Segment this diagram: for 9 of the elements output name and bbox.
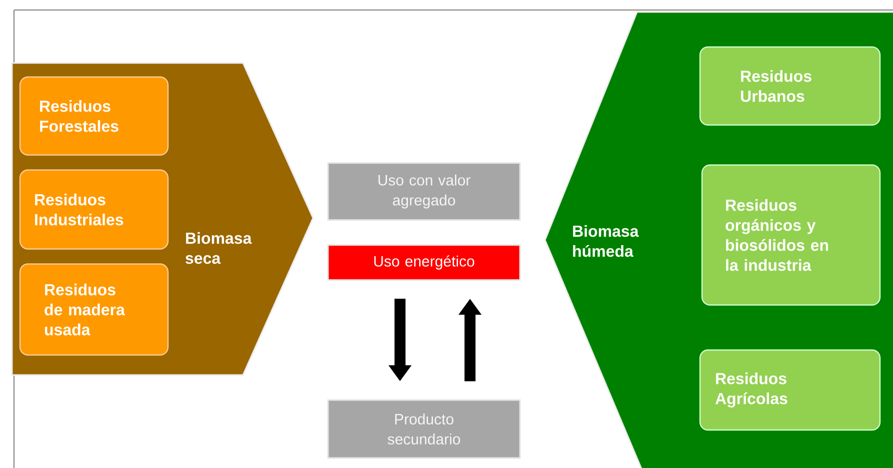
category-box: Residuos orgánicos y biosólidos en la industria	[701, 164, 881, 306]
category-box: Residuos Urbanos	[699, 46, 881, 126]
category-box: Residuos Industriales	[19, 169, 169, 250]
category-box: Residuos de madera usada	[19, 263, 169, 356]
use-box: Uso energético	[327, 244, 521, 281]
use-box: Producto secundario	[327, 399, 521, 459]
category-box: Residuos Forestales	[19, 76, 169, 156]
use-box: Uso con valor agregado	[327, 162, 521, 221]
category-box: Residuos Agrícolas	[699, 349, 881, 431]
